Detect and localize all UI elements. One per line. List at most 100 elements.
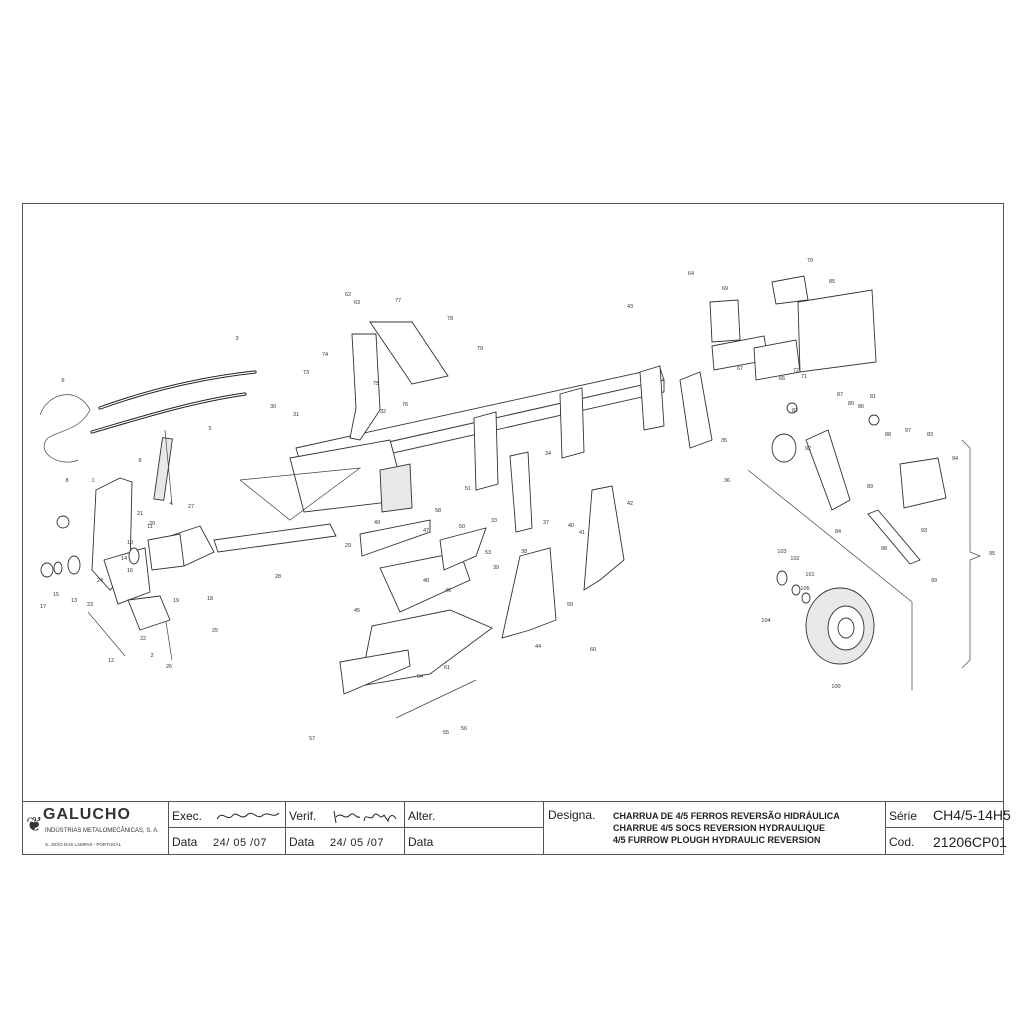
part-callout-101: 101: [805, 572, 814, 578]
designation-fr: CHARRUE 4/5 SOCS REVERSION HYDRAULIQUE: [613, 823, 826, 833]
part-callout-88: 88: [885, 432, 891, 438]
wheel-group-outline: [747, 469, 913, 690]
part-callout-82: 82: [792, 408, 798, 414]
headstock-frame: [91, 477, 171, 631]
company-name: GALUCHO: [43, 806, 131, 823]
part-callout-18: 18: [207, 596, 213, 602]
part-callout-15: 15: [53, 592, 59, 598]
part-callout-57: 57: [309, 736, 315, 742]
depth-wheel: [805, 587, 875, 665]
part-callout-20: 20: [149, 521, 155, 527]
part-callout-104: 104: [761, 618, 770, 624]
title-block: ❦ GALUCHO INDÚSTRIAS METALOMECÂNICAS, S.…: [22, 801, 1011, 855]
verif-date: 24/ 05 /07: [330, 837, 384, 849]
part-callout-86: 86: [858, 404, 864, 410]
part-callout-36: 36: [724, 478, 730, 484]
part-callouts: 1234568910111213141516171819202122232425…: [40, 258, 995, 742]
part-callout-50: 50: [459, 524, 465, 530]
verif-label: Verif.: [289, 809, 317, 823]
part-callout-13: 13: [71, 598, 77, 604]
share-shin-49: [359, 519, 431, 557]
wheel-arm-84: [805, 429, 851, 511]
part-callout-34: 34: [545, 451, 551, 457]
part-callout-100: 100: [831, 684, 840, 690]
bracket-83: [899, 457, 947, 509]
exec-signature: [216, 812, 280, 820]
logo-cell: ❦ GALUCHO INDÚSTRIAS METALOMECÂNICAS, S.…: [22, 801, 169, 855]
part-callout-84: 84: [835, 529, 841, 535]
part-callout-4: 4: [169, 501, 172, 507]
guideline-beam: [239, 467, 362, 521]
part-callout-74: 74: [322, 352, 328, 358]
part-callout-81: 81: [870, 394, 876, 400]
exec-cell: Exec.: [168, 801, 286, 828]
part-callout-39: 39: [493, 565, 499, 571]
part-callout-98: 98: [881, 546, 887, 552]
part-callout-23: 23: [87, 602, 93, 608]
part-callout-80: 80: [848, 401, 854, 407]
part-callout-3: 3: [235, 336, 238, 342]
pin-12: [87, 611, 126, 657]
serie-value: CH4/5-14H5: [933, 807, 1011, 823]
part-callout-99: 99: [931, 578, 937, 584]
wheel-hub-parts: [776, 570, 811, 604]
part-callout-26: 26: [166, 664, 172, 670]
part-callout-33: 33: [491, 518, 497, 524]
hydraulic-cylinder: [153, 429, 173, 506]
exec-date-cell: Data 24/ 05 /07: [168, 827, 286, 855]
serie-label: Série: [889, 809, 918, 823]
part-callout-37: 37: [543, 520, 549, 526]
share-45: [339, 649, 411, 695]
part-callout-77: 77: [395, 298, 401, 304]
part-callout-10: 10: [127, 540, 133, 546]
part-callout-48: 48: [423, 578, 429, 584]
plough-leg-44: [501, 547, 557, 639]
part-callout-56: 56: [461, 726, 467, 732]
serie-cell: Série CH4/5-14H5: [885, 801, 1011, 828]
part-callout-25: 25: [212, 628, 218, 634]
part-callout-89: 89: [867, 484, 873, 490]
pin-26: [165, 621, 173, 661]
part-callout-94: 94: [952, 456, 958, 462]
part-callout-2: 2: [150, 653, 153, 659]
alter-date-label: Data: [408, 835, 434, 849]
designation-en: 4/5 FURROW PLOUGH HYDRAULIC REVERSION: [613, 835, 821, 845]
rear-bracket-85: [797, 289, 877, 373]
part-callout-28: 28: [275, 574, 281, 580]
designation-label: Designa.: [548, 808, 596, 822]
part-callout-44: 44: [535, 644, 541, 650]
part-callout-87: 87: [837, 392, 843, 398]
part-callout-31: 31: [293, 412, 299, 418]
alter-date-cell: Data: [404, 827, 544, 855]
u-bolt-70: [771, 275, 809, 305]
hub-82: [771, 433, 797, 463]
part-callout-29: 29: [345, 543, 351, 549]
clamp-plate-69: [709, 299, 741, 343]
part-callout-55: 55: [443, 730, 449, 736]
washer-81b: [868, 414, 880, 426]
part-callout-66: 66: [779, 376, 785, 382]
part-callout-67: 67: [737, 366, 743, 372]
main-shaft: [213, 523, 337, 553]
part-callout-38: 38: [521, 549, 527, 555]
part-callout-49: 49: [374, 520, 380, 526]
part-callout-95: 95: [989, 551, 995, 557]
exec-date: 24/ 05 /07: [213, 837, 267, 849]
part-callout-60: 60: [590, 647, 596, 653]
part-callout-64: 64: [688, 271, 694, 277]
hydraulic-hose-upper: [98, 370, 257, 410]
part-callout-45: 45: [354, 608, 360, 614]
part-callout-79: 79: [477, 346, 483, 352]
part-callout-76: 76: [402, 402, 408, 408]
part-callout-102: 102: [790, 556, 799, 562]
part-callout-6: 6: [61, 378, 64, 384]
washer-81: [786, 402, 798, 414]
washer-8: [56, 515, 70, 529]
part-callout-58: 58: [435, 508, 441, 514]
part-callout-70: 70: [807, 258, 813, 264]
part-callout-43: 43: [627, 304, 633, 310]
main-beam: [289, 365, 713, 513]
part-callout-30: 30: [270, 404, 276, 410]
part-callout-9: 9: [138, 458, 141, 464]
part-callout-21: 21: [137, 511, 143, 517]
